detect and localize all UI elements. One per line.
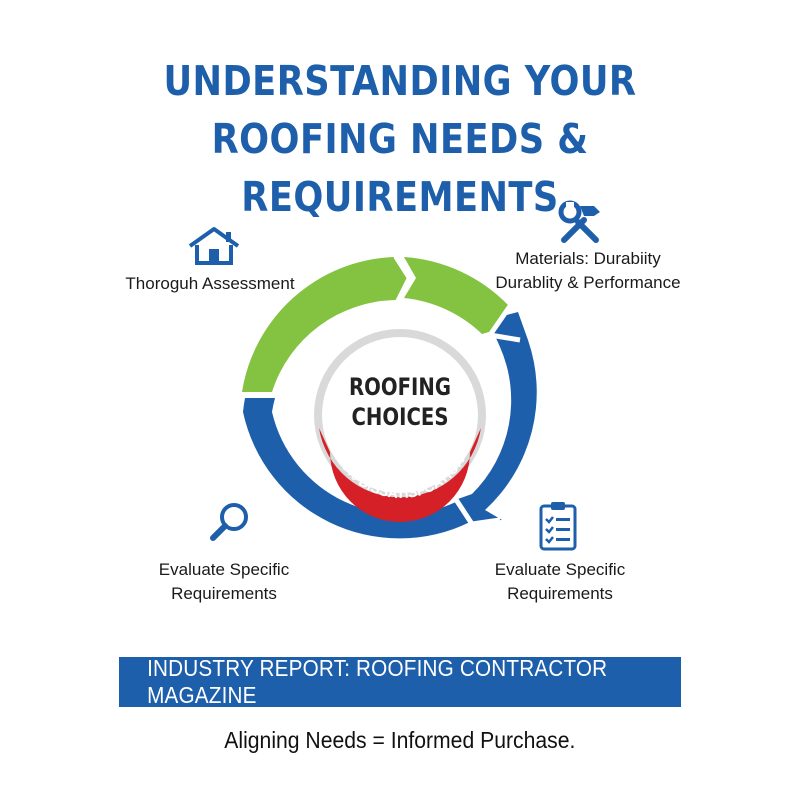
label-evaluate-right: Evaluate Specific Requirements bbox=[470, 558, 650, 606]
blue-arc-segment bbox=[455, 312, 537, 522]
magnifier-icon bbox=[210, 503, 248, 541]
tools-icon bbox=[558, 200, 600, 243]
center-title-line-2: CHOICES bbox=[352, 404, 449, 431]
label-materials: Materials: Durabiity Durablity & Perform… bbox=[488, 247, 688, 295]
title-line-1: UNDERSTANDING YOUR bbox=[163, 57, 637, 105]
banner-text: INDUSTRY REPORT: ROOFING CONTRACTOR MAGA… bbox=[147, 655, 608, 708]
page-title: UNDERSTANDING YOUR ROOFING NEEDS & REQUI… bbox=[0, 52, 800, 226]
industry-report-banner: INDUSTRY REPORT: ROOFING CONTRACTOR MAGA… bbox=[119, 655, 681, 708]
label-materials-line-2: Durablity & Performance bbox=[495, 273, 681, 292]
label-evaluate-right-line-1: Evaluate Specific bbox=[494, 560, 626, 579]
green-arc-segment-left bbox=[242, 257, 408, 392]
label-evaluate-left: Evaluate Specific Requirements bbox=[134, 558, 314, 606]
green-arc-segment-right bbox=[404, 257, 508, 334]
center-title-line-1: ROOFING bbox=[349, 374, 451, 401]
label-evaluate-right-line-2: Requirements bbox=[507, 584, 613, 603]
center-disc bbox=[322, 337, 478, 493]
tagline: Aligning Needs = Informed Purchase. bbox=[0, 727, 800, 754]
dissatisfaction-ribbon bbox=[319, 428, 481, 522]
label-thorough-assessment: Thoroguh Assessment bbox=[125, 274, 295, 293]
blue-arc-segment-left bbox=[243, 398, 275, 412]
label-evaluate-left-line-1: Evaluate Specific bbox=[158, 560, 290, 579]
label-materials-line-1: Materials: Durabiity bbox=[515, 249, 661, 268]
label-evaluate-left-line-2: Requirements bbox=[171, 584, 277, 603]
clipboard-checklist-icon bbox=[539, 502, 577, 551]
title-line-2: ROOFING NEEDS & REQUIREMENTS bbox=[211, 115, 589, 221]
tagline-text: Aligning Needs = Informed Purchase. bbox=[224, 727, 576, 753]
house-icon bbox=[188, 227, 240, 265]
blue-arc-segment-bottom bbox=[243, 412, 470, 539]
